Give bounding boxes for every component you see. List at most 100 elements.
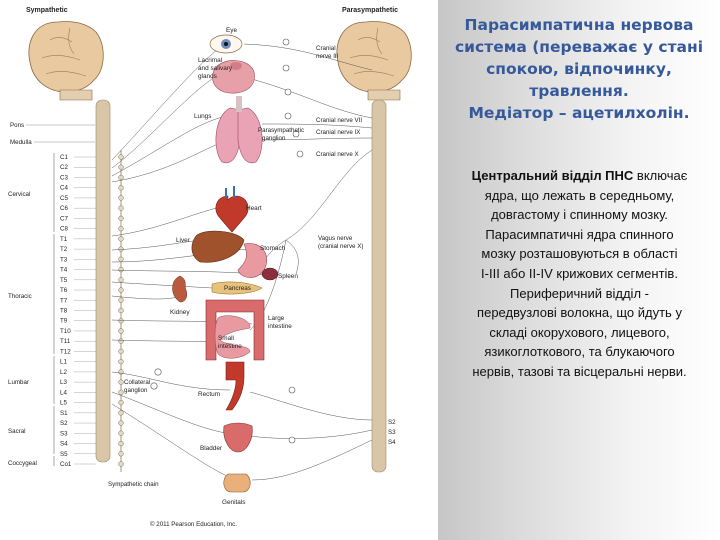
chain-ganglion [118, 225, 124, 232]
body-line: складі окорухового, лицевого, [489, 324, 670, 340]
chain-ganglion [118, 379, 124, 385]
text-panel [438, 0, 720, 540]
salivary-glands-organ [212, 60, 255, 94]
title-line: система (переважає у стані [454, 38, 704, 56]
small-intestine-organ [214, 315, 251, 359]
chain-ganglion [118, 307, 124, 314]
segment-label: L3 [60, 379, 67, 386]
chain-ganglion [118, 318, 124, 324]
eye-organ [209, 34, 243, 54]
label-small-intestine-2: intestine [218, 343, 242, 350]
region-lumbar: Lumbar [8, 379, 29, 386]
region-coccygeal: Coccygeal [8, 460, 37, 467]
segment-label: T9 [60, 318, 68, 325]
label-liver: Liver [176, 237, 191, 244]
label-small-intestine-1: Small [218, 335, 234, 342]
segment-label: T5 [60, 277, 68, 284]
chain-ganglion [118, 399, 124, 406]
segment-label: L5 [60, 400, 67, 407]
label-large-intestine-1: Large [268, 315, 285, 322]
segment-label: C5 [60, 195, 68, 202]
label-kidney: Kidney [170, 309, 190, 316]
chain-ganglion [118, 195, 124, 201]
chain-ganglion [118, 430, 124, 436]
label-sacral-s3: S3 [388, 429, 396, 436]
label-lacrimal-1: Lacrimal [198, 57, 222, 64]
segment-label: T12 [60, 348, 71, 355]
segment-label: C2 [60, 164, 68, 171]
right-brain [336, 21, 412, 101]
autonomic-nervous-system-diagram: Sympathetic Parasympathetic Pons Medulla [8, 7, 412, 528]
segment-label: S3 [60, 430, 68, 437]
label-collateral-ganglion-1: Collateral [124, 379, 150, 386]
segment-label: T1 [60, 236, 68, 243]
rectum-organ [225, 361, 245, 411]
chain-ganglion [118, 461, 124, 467]
region-thoracic: Thoracic [8, 293, 32, 300]
chain-ganglion [118, 440, 124, 447]
label-lacrimal-2: and salivary [198, 65, 233, 72]
chain-ganglion [118, 287, 124, 293]
body-line: довгастому і спинному мозку. [491, 207, 668, 223]
label-stomach: Stomach [260, 245, 286, 252]
label-sacral-s2: S2 [388, 419, 396, 426]
chain-ganglion [118, 205, 124, 211]
label-cranial-nerve-x: Cranial nerve X [316, 151, 359, 158]
lead-rest: включає [633, 168, 688, 183]
segment-label: L2 [60, 369, 67, 376]
body-line: язикоглоткового, та блукаючого [484, 344, 675, 360]
body-line: нервів, тазові та вісцеральні нерви. [472, 363, 687, 379]
label-genitals: Genitals [222, 499, 245, 506]
parasympathetic-nerve-fibers [243, 43, 373, 481]
slide-title: Парасимпатична нервова система (переважа… [444, 14, 714, 124]
body-line-lead: Центральний відділ ПНС включає [439, 166, 720, 186]
segment-label: L1 [60, 359, 67, 366]
label-cranial-nerve-ix: Cranial nerve IX [316, 129, 360, 136]
chain-ganglion [118, 154, 124, 160]
segment-label: C7 [60, 215, 68, 222]
chain-ganglion [118, 338, 124, 344]
header-parasympathetic: Parasympathetic [342, 7, 398, 14]
label-cranial-nerve-iii-2: nerve III [316, 53, 339, 60]
kidney-organ [172, 275, 187, 303]
label-rectum: Rectum [198, 391, 220, 398]
body-text: Центральний відділ ПНС включає ядра, що … [439, 166, 720, 382]
chain-ganglion [118, 389, 124, 396]
left-brain [28, 21, 104, 101]
lungs-organ [215, 96, 263, 164]
segment-label: S4 [60, 441, 68, 448]
label-lungs: Lungs [194, 113, 211, 120]
genitals-organ [223, 473, 251, 493]
title-line: Парасимпатична нервова [464, 16, 694, 34]
chain-ganglion [118, 236, 124, 242]
body-line: передвузлові волокна, що йдуть у [477, 305, 682, 321]
label-sacral-s4: S4 [388, 439, 396, 446]
right-spinal-cord [371, 99, 387, 473]
large-intestine-organ [205, 299, 265, 361]
body-line: Парасимпатичні ядра спинного [485, 226, 674, 242]
bold-lead: Центральний відділ ПНС [471, 168, 634, 183]
label-parasympathetic-ganglion-2: ganglion [262, 135, 286, 142]
segment-label: S5 [60, 451, 68, 458]
segment-label: T6 [60, 287, 68, 294]
label-cranial-nerve-iii-1: Cranial [316, 45, 336, 52]
label-collateral-ganglion-2: ganglion [124, 387, 148, 394]
label-parasympathetic-ganglion-1: Parasympathetic [258, 127, 304, 134]
label-bladder: Bladder [200, 445, 223, 452]
label-vagus-nerve-2: (cranial nerve X) [318, 243, 363, 250]
label-sympathetic-chain: Sympathetic chain [108, 481, 159, 488]
segment-label: C6 [60, 205, 68, 212]
label-vagus-nerve-1: Vagus nerve [318, 235, 353, 242]
segment-label: L4 [60, 389, 67, 396]
segment-label: Co1 [60, 461, 72, 468]
spleen-organ [261, 267, 279, 281]
label-spleen: Spleen [278, 273, 298, 280]
liver-organ [191, 230, 245, 263]
chain-ganglion [118, 185, 124, 191]
segment-label: T8 [60, 308, 68, 315]
segment-label: C1 [60, 154, 68, 161]
copyright: © 2011 Pearson Education, Inc. [150, 521, 237, 528]
region-cervical: Cervical [8, 191, 30, 198]
body-line: Периферичний відділ - [510, 285, 649, 301]
segment-label: C8 [60, 226, 68, 233]
